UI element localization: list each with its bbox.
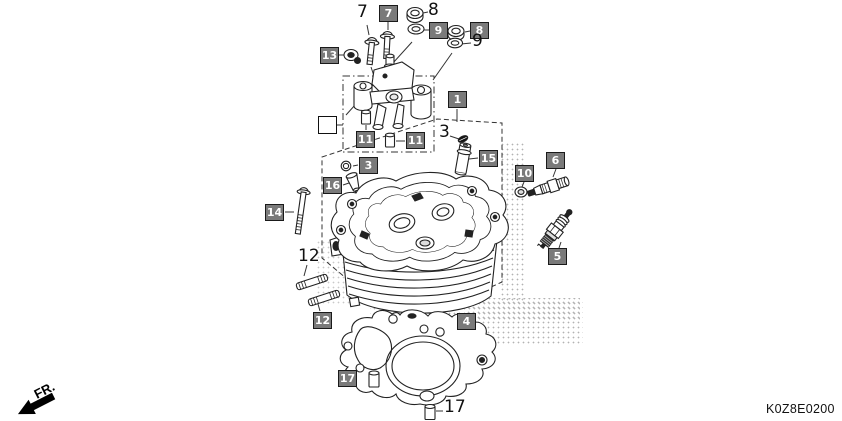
callout-10-boxed[interactable]: 10: [515, 165, 534, 182]
flange-bolt-icon: [364, 37, 380, 66]
callout-4-boxed[interactable]: 4: [457, 313, 476, 330]
callout-blank-box: [318, 116, 337, 134]
dowel-pin-icon: [384, 132, 396, 148]
callout-3-plain[interactable]: 3: [439, 122, 450, 142]
stud-bolt-icon: [307, 289, 341, 307]
sealing-washer-icon: [514, 186, 528, 198]
callout-6-boxed[interactable]: 6: [546, 152, 565, 169]
cap-nut-icon: [447, 24, 465, 41]
thermo-sensor-icon: [527, 176, 570, 197]
callout-17-boxed[interactable]: 17: [338, 370, 357, 387]
callout-7-boxed[interactable]: 7: [379, 5, 398, 22]
callout-11-boxed-left[interactable]: 11: [356, 131, 375, 148]
rocker-arm-holder-icon: [353, 53, 432, 131]
o-ring-icon: [340, 160, 352, 172]
callout-7-plain[interactable]: 7: [357, 2, 368, 22]
callout-8-plain[interactable]: 8: [428, 0, 439, 20]
callout-3-boxed[interactable]: 3: [359, 157, 378, 174]
flange-bolt-icon: [379, 30, 395, 60]
stud-bolt-icon: [295, 273, 329, 291]
callout-17-plain[interactable]: 17: [444, 397, 466, 417]
dowel-pin-icon: [360, 109, 372, 125]
cylinder-head-icon: [329, 171, 509, 314]
cap-nut-icon: [406, 6, 424, 23]
callout-15-boxed[interactable]: 15: [479, 150, 498, 167]
callout-1-boxed[interactable]: 1: [448, 91, 467, 108]
spark-plug-icon: [537, 209, 573, 250]
callout-16-boxed[interactable]: 16: [323, 177, 342, 194]
callout-5-boxed[interactable]: 5: [548, 248, 567, 265]
callout-14-boxed[interactable]: 14: [265, 204, 284, 221]
callout-9-plain[interactable]: 9: [472, 31, 483, 51]
dowel-pin-icon: [368, 370, 380, 388]
callout-8-boxed[interactable]: 8: [470, 22, 489, 39]
valve-cotter-icon: [457, 135, 469, 143]
front-arrow-icon: FR.: [17, 379, 57, 415]
callout-11-boxed-right[interactable]: 11: [406, 132, 425, 149]
diagram-code: K0Z8E0200: [766, 402, 835, 416]
dowel-pin-icon: [424, 403, 436, 421]
callout-12-plain[interactable]: 12: [298, 246, 320, 266]
callout-9-boxed[interactable]: 9: [429, 22, 448, 39]
head-zone-box: [321, 118, 503, 308]
callout-13-boxed[interactable]: 13: [320, 47, 339, 64]
long-flange-bolt-icon: [294, 187, 311, 235]
washer-icon: [446, 37, 464, 49]
valve-stem-seal-icon: [343, 48, 362, 65]
callout-12-boxed[interactable]: 12: [313, 312, 332, 329]
washer-icon: [407, 23, 425, 35]
valve-guide-icon: [454, 142, 472, 176]
